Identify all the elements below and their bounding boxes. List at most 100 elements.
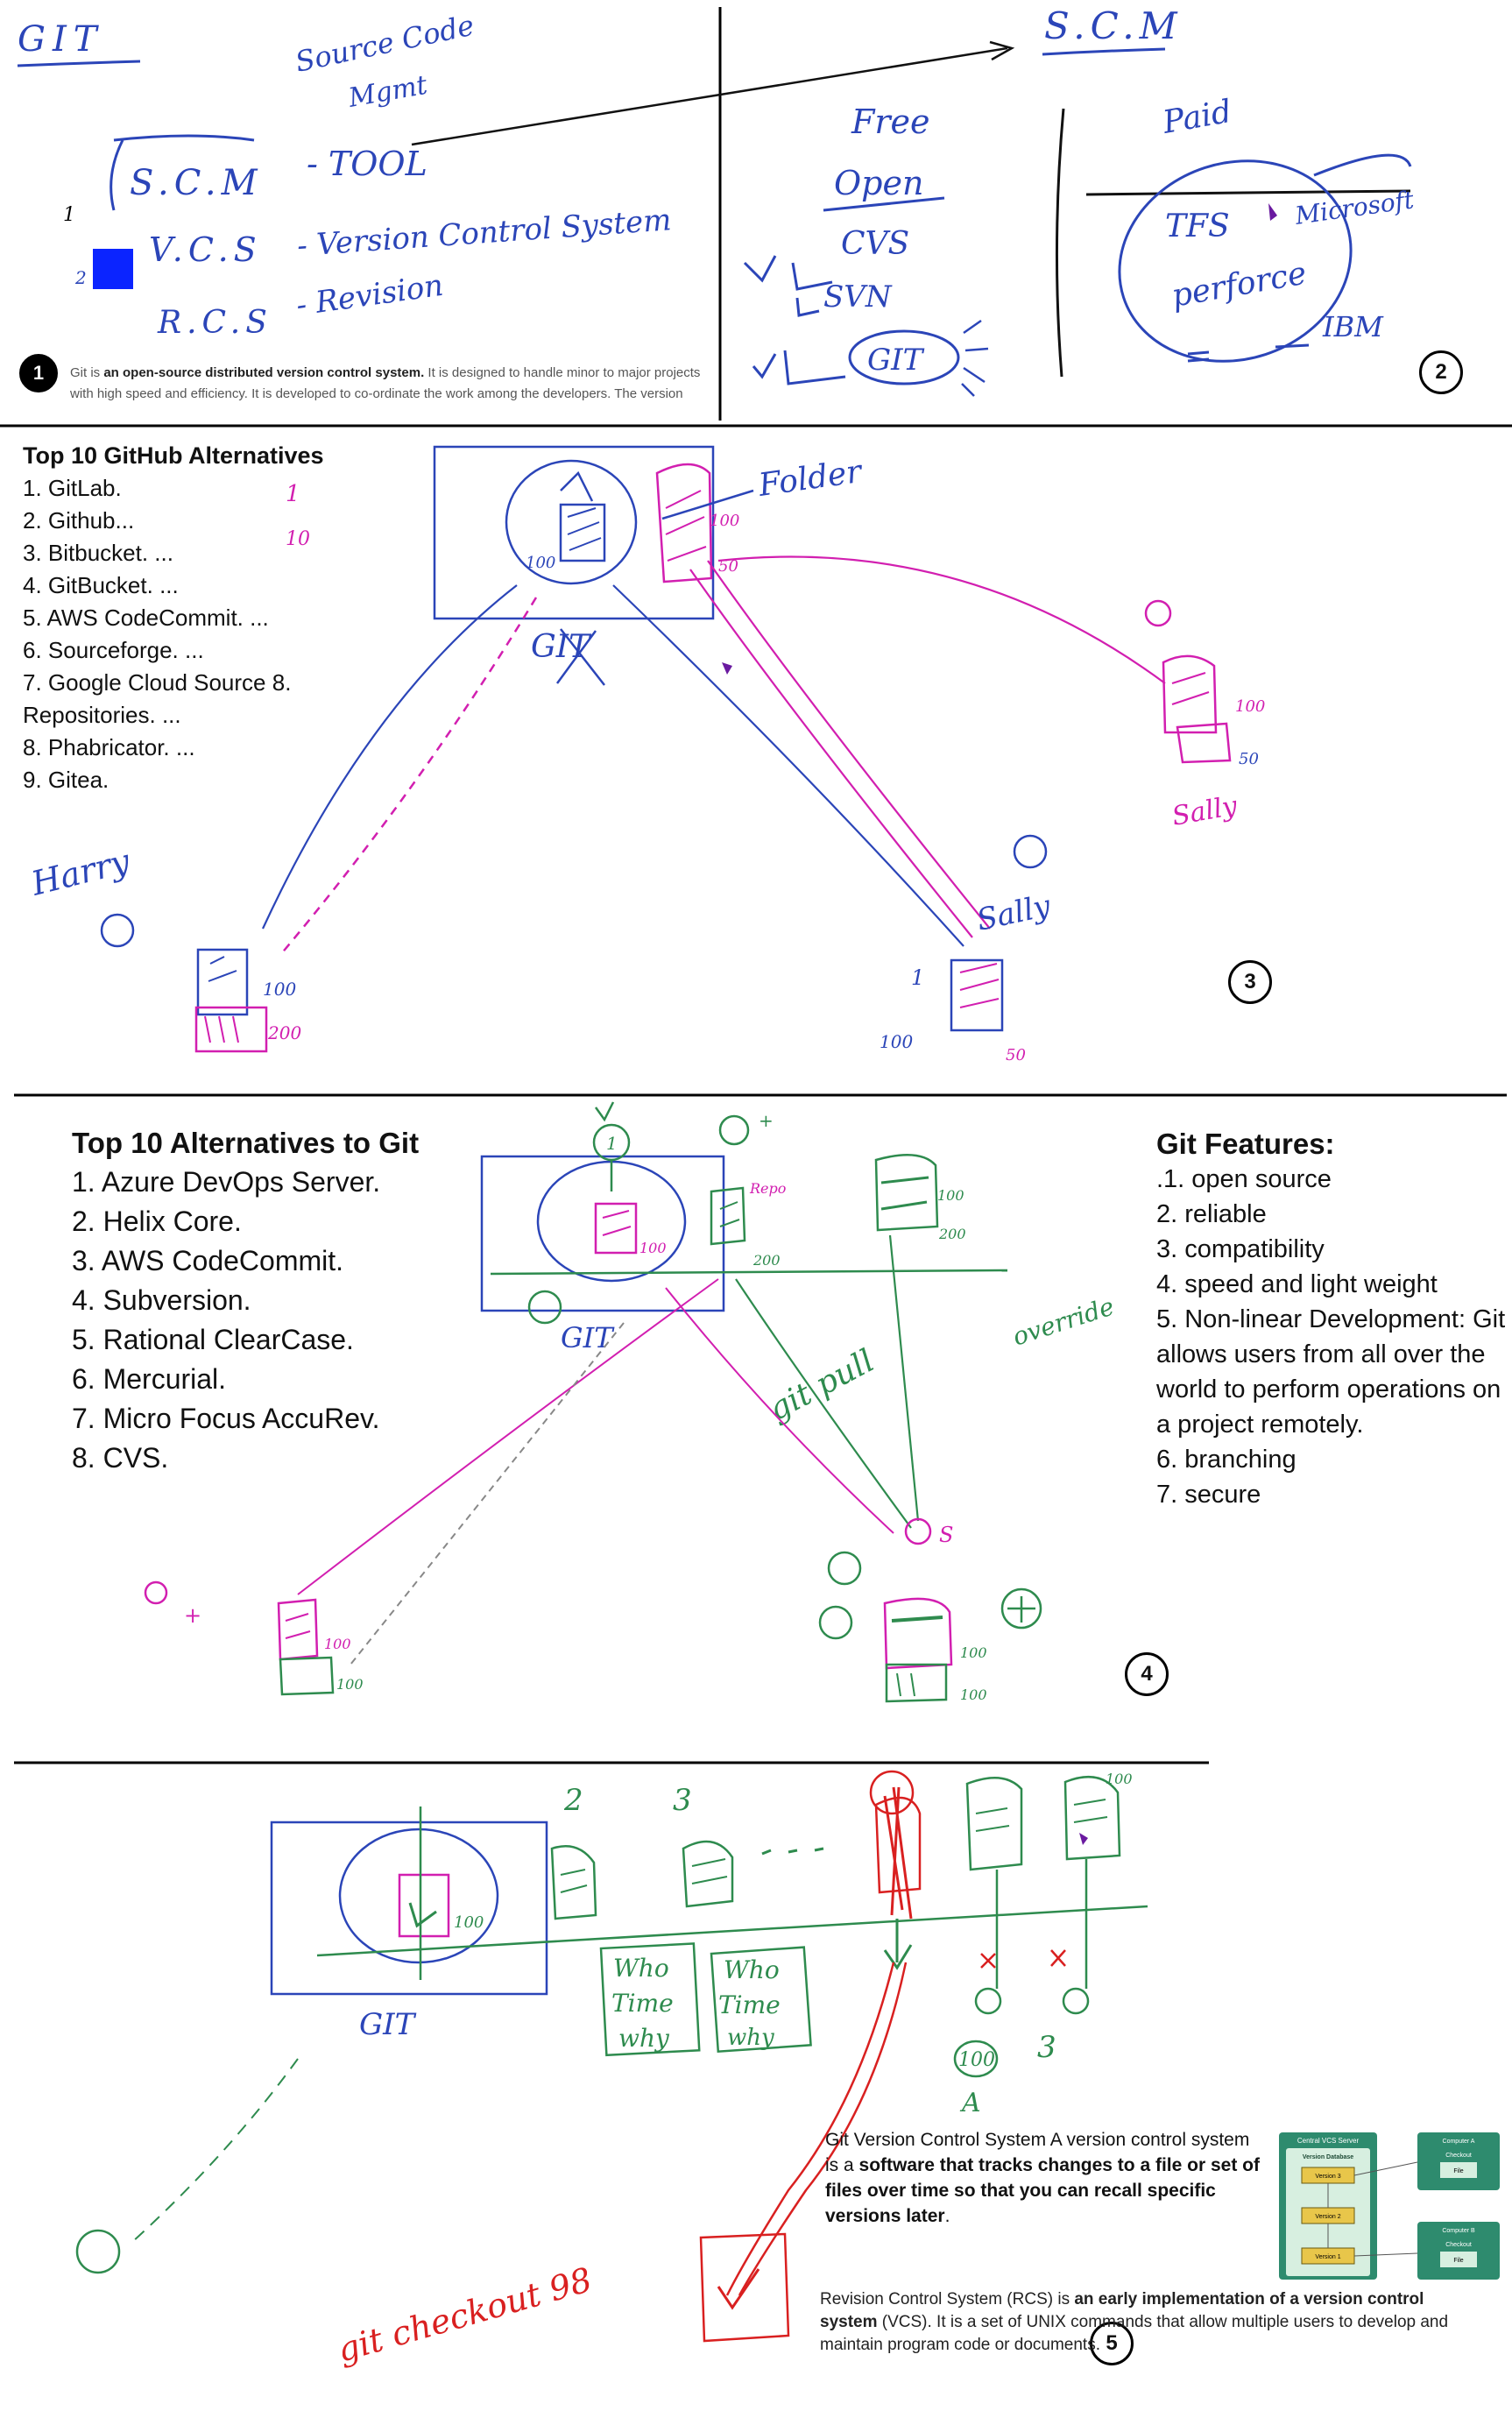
paid-label: Paid	[1159, 94, 1234, 141]
git-label-5: GIT	[359, 2007, 417, 2042]
vcs-definition-prefix: Git Version Control System A version con…	[825, 2130, 1250, 2175]
checkout-a-label: Checkout	[1445, 2153, 1472, 2159]
svg-text:200: 200	[267, 1022, 301, 1043]
who-label-2: Who	[724, 1955, 780, 1984]
vcs-definition: Git Version Control System A version con…	[825, 2127, 1263, 2229]
svg-text:100: 100	[639, 1240, 667, 1256]
svg-text:1: 1	[606, 1133, 618, 1154]
rcs-definition-prefix: Revision Control System (RCS) is	[820, 2290, 1075, 2308]
svg-text:Repo: Repo	[749, 1180, 786, 1197]
section-badge-5: 5	[1090, 2322, 1134, 2365]
list-item: 6. Sourceforge. ...	[23, 637, 204, 663]
vcs-definition-suffix: .	[944, 2206, 950, 2226]
cvs-label: CVS	[841, 226, 909, 262]
github-alternatives-heading: Top 10 GitHub Alternatives	[23, 442, 324, 469]
section-badge-1: 1	[19, 354, 58, 392]
list-item: 4. GitBucket. ...	[23, 572, 179, 598]
computer-b-label: Computer B	[1442, 2228, 1475, 2234]
index-1: 1	[63, 204, 75, 226]
num-100-label: 100	[958, 2049, 995, 2071]
list-item: 3. AWS CodeCommit.	[72, 1245, 344, 1276]
section-badge-4: 4	[1125, 1652, 1169, 1696]
section-2: S.C.M Free Open CVS SVN GIT Paid TFS Mic…	[743, 4, 1417, 397]
list-item: 5. Non-linear Development: Git allows us…	[1156, 1305, 1506, 1439]
svg-text:100: 100	[324, 1636, 351, 1652]
version-1-label: Version 1	[1315, 2254, 1340, 2260]
git-checkout-label: git checkout 98	[333, 2260, 596, 2370]
open-label: Open	[834, 164, 923, 202]
svg-text:50: 50	[1239, 750, 1259, 768]
num-3-label: 3	[1037, 2030, 1056, 2065]
git-label-4: GIT	[561, 1321, 615, 1354]
vcs-definition-bold: software that tracks changes to a file o…	[825, 2155, 1260, 2226]
svg-text:100: 100	[454, 1913, 484, 1932]
list-item: Repositories. ...	[23, 702, 181, 728]
blue-square-marker	[93, 249, 133, 289]
list-item: 9. Gitea.	[23, 767, 110, 793]
git-definition-prefix: Git is	[70, 365, 104, 380]
svg-text:100: 100	[1106, 1771, 1133, 1787]
git-pull-label: git pull	[763, 1343, 880, 1428]
list-item: 6. branching	[1156, 1446, 1297, 1474]
svg-text:200: 200	[938, 1226, 966, 1242]
svg-text:3: 3	[673, 1783, 692, 1818]
version-3-label: Version 3	[1315, 2174, 1340, 2180]
git-box-4	[480, 1155, 725, 1312]
sally-label-1: Sally	[974, 888, 1055, 938]
rcs-definition: Revision Control System (RCS) is an earl…	[820, 2288, 1486, 2357]
list-item: 1. GitLab.	[23, 475, 122, 501]
list-item: 2. Github...	[23, 507, 135, 534]
ibm-label: IBM	[1322, 310, 1384, 343]
section-dividers	[0, 7, 1512, 1764]
svg-text:100: 100	[263, 979, 296, 1000]
section-badge-3: 3	[1228, 960, 1272, 1004]
svg-text:100: 100	[960, 1686, 987, 1703]
tool-label: - TOOL	[307, 145, 427, 183]
svg-text:100: 100	[526, 554, 555, 572]
svg-text:50: 50	[1006, 1046, 1026, 1064]
list-item: 7. secure	[1156, 1481, 1261, 1509]
git-definition-rest: It is designed to handle minor to major …	[70, 365, 701, 401]
svg-text:50: 50	[718, 557, 738, 576]
folder-label: Folder	[756, 454, 866, 504]
svn-label: SVN	[823, 279, 893, 315]
svg-text:2: 2	[563, 1783, 583, 1818]
vcs-server-label: Central VCS Server	[1297, 2137, 1360, 2145]
override-label: override	[1009, 1291, 1118, 1351]
scm-title-2: S.C.M	[1044, 4, 1183, 47]
svg-text:+: +	[759, 1110, 774, 1131]
svg-text:1: 1	[911, 965, 924, 990]
list-item: 4. Subversion.	[72, 1284, 251, 1316]
git-label-3: GIT	[531, 629, 592, 665]
scm-subtitle-1: Source Code	[293, 9, 477, 79]
computer-a-label: Computer A	[1443, 2139, 1475, 2145]
why-label-2: why	[727, 2025, 774, 2051]
git-features-heading: Git Features:	[1156, 1128, 1335, 1160]
harry-label: Harry	[27, 841, 134, 903]
rcs-label: R.C.S	[157, 305, 272, 341]
svg-text:100: 100	[710, 512, 739, 530]
list-item: 5. Rational ClearCase.	[72, 1324, 354, 1355]
list-item: 5. AWS CodeCommit. ...	[23, 605, 269, 631]
rcs-expansion: - Revision	[294, 268, 446, 323]
free-label: Free	[851, 103, 930, 141]
git-box	[433, 445, 715, 620]
git-features-list: Git Features: .1. open source 2. reliabl…	[1156, 1127, 1507, 1512]
list-item: 8. CVS.	[72, 1442, 169, 1474]
git-definition: Git is an open-source distributed versio…	[70, 363, 718, 405]
git-alternatives-list: Top 10 Alternatives to Git 1. Azure DevO…	[72, 1123, 419, 1478]
svg-text:S: S	[939, 1523, 953, 1547]
svg-text:+: +	[184, 1603, 201, 1628]
list-item: 7. Google Cloud Source 8.	[23, 669, 292, 696]
scm-label: S.C.M	[130, 163, 263, 203]
list-item: 3. compatibility	[1156, 1235, 1325, 1263]
list-item: 7. Micro Focus AccuRev.	[72, 1403, 380, 1434]
git-box-5	[270, 1821, 548, 1996]
checkout-b-label: Checkout	[1445, 2242, 1472, 2248]
version-2-label: Version 2	[1315, 2214, 1340, 2220]
github-alternatives-list: Top 10 GitHub Alternatives 1. GitLab. 2.…	[23, 440, 324, 796]
list-item: 2. reliable	[1156, 1200, 1267, 1228]
central-vcs-diagram: Central VCS Server Version Database Vers…	[1279, 2132, 1500, 2280]
rcs-definition-bold: an early implementation of a version con…	[820, 2290, 1424, 2331]
